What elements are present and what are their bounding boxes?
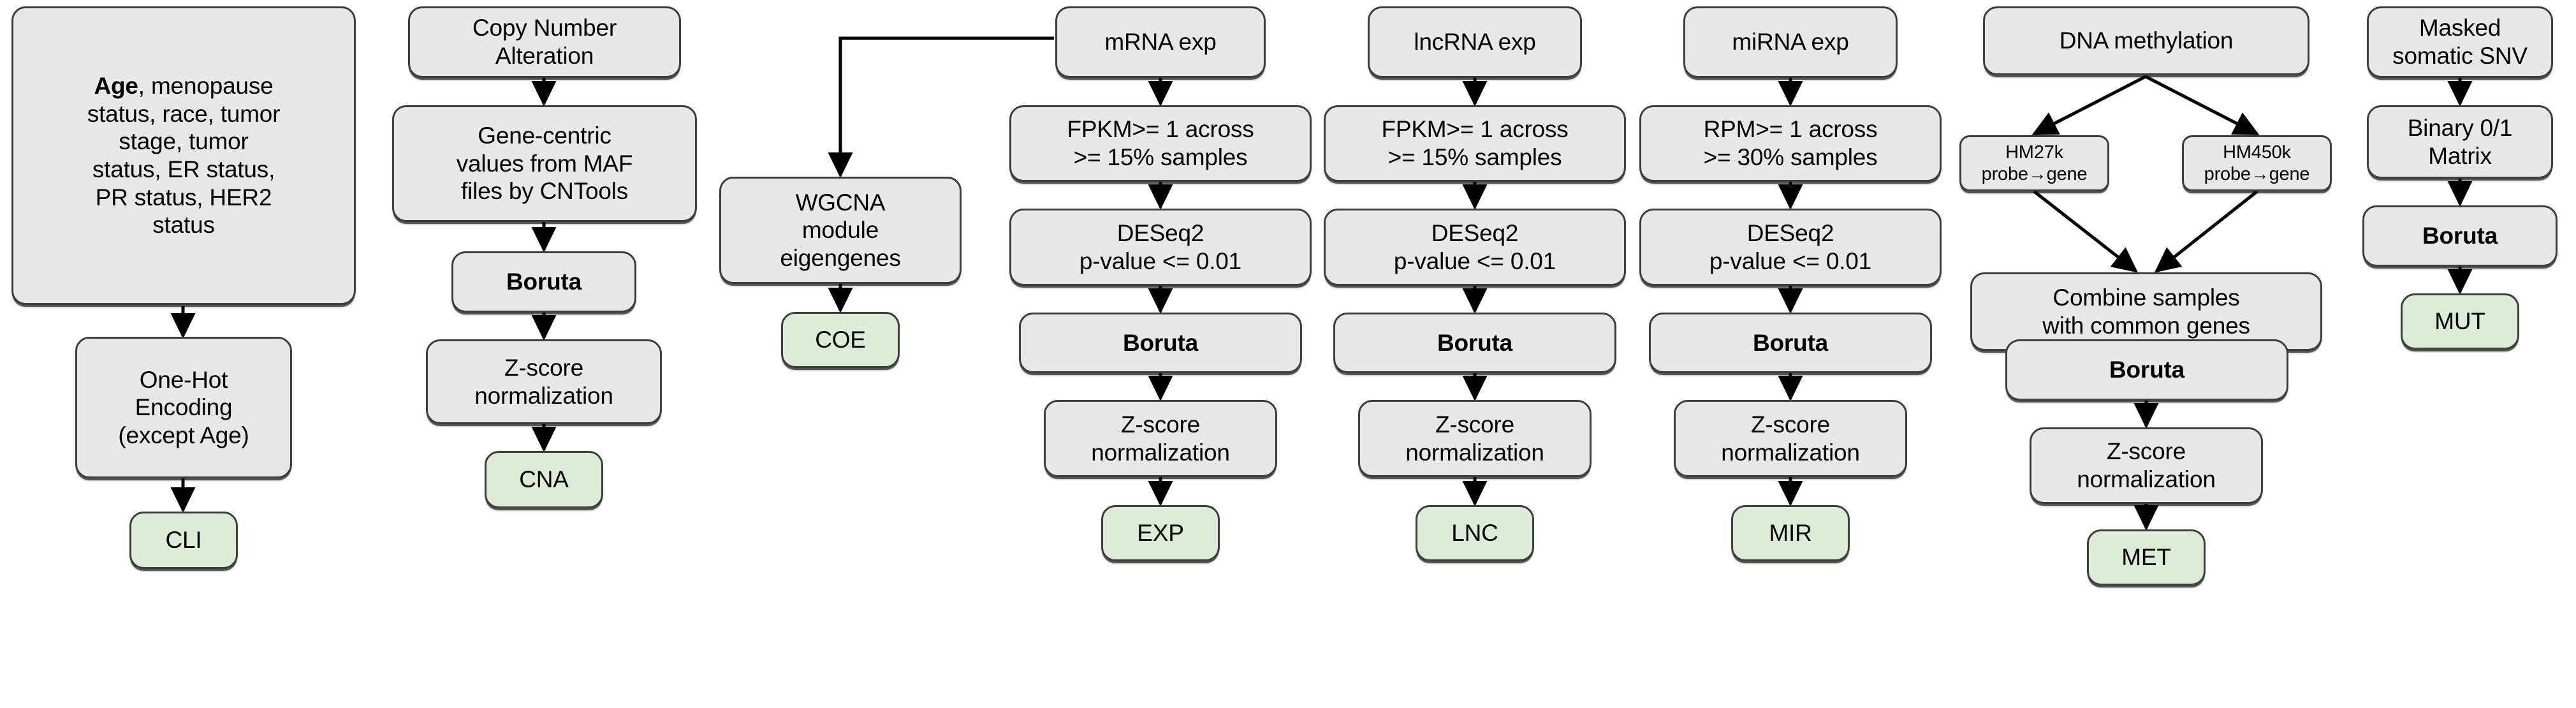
hm27k-probe-gene-label: HM27k probe→gene (1981, 142, 2088, 184)
node-output-cna[interactable]: CNA (485, 451, 603, 508)
node-output-lnc[interactable]: LNC (1416, 505, 1534, 561)
dna-methylation-source-label: DNA methylation (2059, 27, 2234, 54)
methylation-zscore-label: Z-score normalization (2077, 438, 2216, 492)
node-output-mut[interactable]: MUT (2401, 293, 2519, 350)
node-dna-methylation-source[interactable]: DNA methylation (1983, 6, 2309, 75)
mirna-zscore-label: Z-score normalization (1721, 411, 1860, 466)
binary-matrix-label: Binary 0/1 Matrix (2407, 114, 2513, 169)
output-cna-label: CNA (519, 466, 569, 493)
output-coe-label: COE (815, 327, 866, 353)
node-output-cli[interactable]: CLI (129, 512, 238, 569)
node-lncrna-zscore[interactable]: Z-score normalization (1358, 400, 1592, 477)
edge-met-src-to-hm450k (2144, 75, 2260, 136)
methylation-boruta-label: Boruta (2109, 357, 2185, 383)
node-mirna-boruta[interactable]: Boruta (1649, 313, 1932, 373)
mrna-boruta-label: Boruta (1122, 329, 1199, 356)
output-mut-label: MUT (2434, 308, 2485, 335)
node-mrna-deseq2[interactable]: DESeq2 p-value <= 0.01 (1009, 209, 1312, 286)
edge-hm450k-to-combine (2154, 190, 2258, 273)
mrna-exp-source-label: mRNA exp (1104, 29, 1217, 55)
node-mirna-deseq2[interactable]: DESeq2 p-value <= 0.01 (1639, 209, 1942, 286)
node-cna-zscore[interactable]: Z-score normalization (426, 339, 662, 424)
edge-met-src-to-hm27k (2031, 75, 2147, 136)
node-masked-somatic-snv-source[interactable]: Masked somatic SNV (2367, 6, 2553, 78)
node-binary-matrix[interactable]: Binary 0/1 Matrix (2367, 105, 2553, 179)
node-copy-number-alteration[interactable]: Copy Number Alteration (408, 6, 681, 78)
lncrna-zscore-label: Z-score normalization (1405, 411, 1544, 466)
mirna-boruta-label: Boruta (1752, 329, 1829, 356)
hm450k-probe-gene-label: HM450k probe→gene (2204, 142, 2310, 184)
mrna-zscore-label: Z-score normalization (1091, 411, 1230, 466)
cna-zscore-label: Z-score normalization (474, 354, 613, 409)
node-mrna-zscore[interactable]: Z-score normalization (1044, 400, 1277, 477)
output-exp-label: EXP (1137, 520, 1184, 547)
one-hot-encoding-label: One-Hot Encoding (except Age) (118, 366, 249, 448)
node-clinical-source[interactable]: Age, menopause status, race, tumor stage… (11, 6, 356, 305)
output-met-label: MET (2121, 544, 2171, 571)
wgcna-module-eigengenes-label: WGCNA module eigengenes (780, 189, 901, 271)
node-hm27k-probe-gene[interactable]: HM27k probe→gene (1959, 135, 2109, 191)
node-output-met[interactable]: MET (2087, 529, 2206, 586)
node-methylation-zscore[interactable]: Z-score normalization (2030, 427, 2263, 504)
node-one-hot-encoding[interactable]: One-Hot Encoding (except Age) (75, 337, 292, 478)
clinical-source-label: Age, menopause status, race, tumor stage… (18, 72, 349, 239)
mrna-fpkm-filter-label: FPKM>= 1 across >= 15% samples (1067, 116, 1254, 170)
node-wgcna-module-eigengenes[interactable]: WGCNA module eigengenes (719, 177, 962, 284)
cna-boruta-label: Boruta (506, 269, 582, 295)
mirna-deseq2-label: DESeq2 p-value <= 0.01 (1709, 219, 1872, 274)
clinical-source-rest: , menopause status, race, tumor stage, t… (87, 73, 281, 239)
output-mir-label: MIR (1769, 520, 1812, 547)
methylation-combine-samples-label: Combine samples with common genes (2042, 284, 2250, 339)
node-output-mir[interactable]: MIR (1731, 505, 1850, 561)
node-lncrna-exp-source[interactable]: lncRNA exp (1368, 6, 1582, 78)
node-mrna-boruta[interactable]: Boruta (1019, 313, 1302, 373)
mrna-deseq2-label: DESeq2 p-value <= 0.01 (1079, 219, 1242, 274)
lncrna-exp-source-label: lncRNA exp (1414, 29, 1536, 55)
mirna-rpm-filter-label: RPM>= 1 across >= 30% samples (1703, 116, 1878, 170)
node-output-exp[interactable]: EXP (1101, 505, 1220, 561)
node-mutation-boruta[interactable]: Boruta (2362, 205, 2558, 267)
node-mrna-fpkm-filter[interactable]: FPKM>= 1 across >= 15% samples (1009, 105, 1312, 182)
masked-somatic-snv-source-label: Masked somatic SNV (2392, 15, 2528, 69)
node-hm450k-probe-gene[interactable]: HM450k probe→gene (2182, 135, 2332, 191)
node-output-coe[interactable]: COE (781, 312, 900, 368)
node-gene-centric-cntools[interactable]: Gene-centric values from MAF files by CN… (392, 105, 697, 222)
node-mrna-exp-source[interactable]: mRNA exp (1055, 6, 1266, 78)
edge-hm27k-to-combine (2033, 190, 2139, 273)
lncrna-boruta-label: Boruta (1437, 329, 1513, 356)
node-mirna-exp-source[interactable]: miRNA exp (1683, 6, 1898, 78)
copy-number-alteration-label: Copy Number Alteration (472, 15, 617, 69)
output-cli-label: CLI (165, 527, 202, 554)
node-mirna-zscore[interactable]: Z-score normalization (1674, 400, 1907, 477)
node-mirna-rpm-filter[interactable]: RPM>= 1 across >= 30% samples (1639, 105, 1942, 182)
mutation-boruta-label: Boruta (2422, 223, 2498, 249)
node-lncrna-fpkm-filter[interactable]: FPKM>= 1 across >= 15% samples (1324, 105, 1626, 182)
lncrna-fpkm-filter-label: FPKM>= 1 across >= 15% samples (1381, 116, 1569, 170)
node-methylation-boruta[interactable]: Boruta (2005, 339, 2288, 401)
gene-centric-cntools-label: Gene-centric values from MAF files by CN… (456, 122, 633, 205)
edge-mrna-to-wgcna (828, 36, 1054, 179)
output-lnc-label: LNC (1451, 520, 1498, 547)
node-lncrna-deseq2[interactable]: DESeq2 p-value <= 0.01 (1324, 209, 1626, 286)
node-cna-boruta[interactable]: Boruta (451, 251, 636, 313)
lncrna-deseq2-label: DESeq2 p-value <= 0.01 (1393, 219, 1556, 274)
node-lncrna-boruta[interactable]: Boruta (1333, 313, 1616, 373)
mirna-exp-source-label: miRNA exp (1732, 29, 1849, 55)
clinical-age-bold: Age (94, 73, 138, 100)
